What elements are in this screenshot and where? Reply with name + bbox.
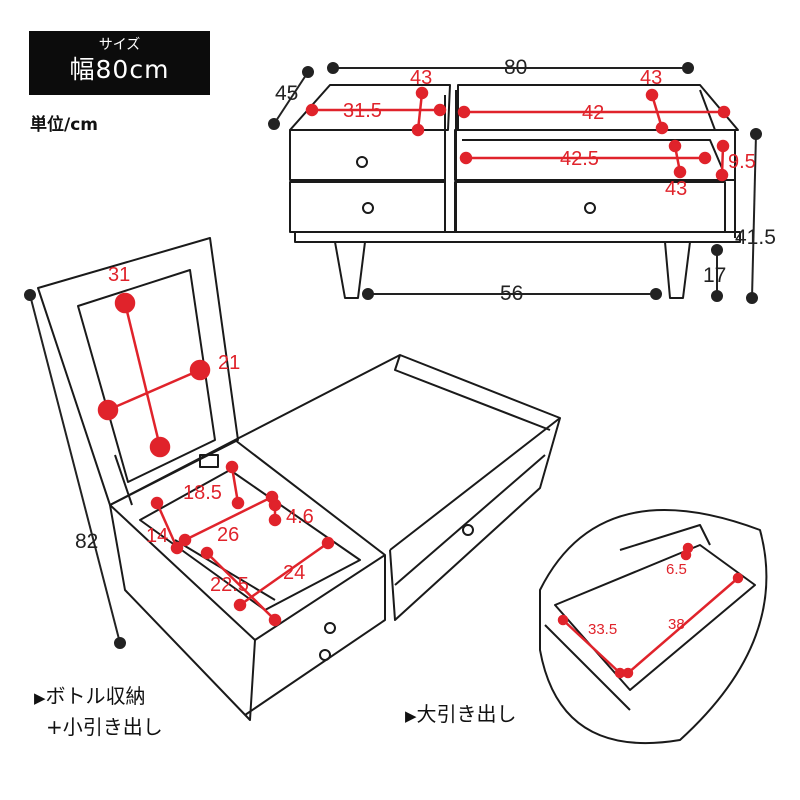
triangle-icon: ▶ — [34, 689, 46, 707]
drawer-caption-text: 大引き出し — [416, 702, 517, 726]
size-value: 幅80cm — [69, 55, 170, 84]
lid-height-label: 31 — [108, 264, 130, 286]
triangle-icon: ▶ — [405, 707, 417, 725]
small-depth-label: 18.5 — [183, 482, 222, 504]
lid-width-label: 21 — [218, 352, 240, 374]
unit-note: 単位/cm — [30, 115, 98, 135]
size-badge: サイズ 幅80cm — [29, 31, 210, 95]
depth-label: 45 — [275, 82, 298, 105]
leg-span-label: 56 — [500, 282, 523, 305]
drawer-caption: ▶大引き出し — [405, 700, 517, 731]
drawer-height-label: 9.5 — [728, 151, 756, 173]
right-inner-width-label: 42 — [582, 102, 604, 124]
overall-height-label: 82 — [75, 530, 98, 553]
big-drawer-height-label: 6.5 — [666, 561, 687, 578]
drawer-detail-view — [539, 509, 768, 745]
bottle-caption-line2: +小引き出し — [46, 715, 163, 739]
small-drawer-depth-label: 24 — [283, 562, 305, 584]
table-bottle-view — [37, 237, 561, 721]
big-drawer-depth-label: 38 — [668, 616, 685, 633]
left-inner-width-label: 31.5 — [343, 100, 382, 122]
bottle-width-label: 26 — [217, 524, 239, 546]
left-inner-depth-label: 43 — [410, 67, 432, 89]
right-inner-depth-label: 43 — [640, 67, 662, 89]
leg-height-label: 17 — [703, 264, 726, 287]
width-total-label: 80 — [504, 56, 527, 79]
small-drawer-height-label: 4.6 — [286, 506, 314, 528]
drawer-depth-label: 43 — [665, 178, 687, 200]
height-total-label: 41.5 — [735, 226, 776, 249]
big-drawer-width-label: 33.5 — [588, 621, 617, 638]
bottle-caption-line1: ボトル収納 — [45, 684, 146, 708]
size-label: サイズ — [98, 37, 141, 53]
table-front-view — [289, 84, 741, 299]
bottle-caption: ▶ボトル収納 +小引き出し — [34, 682, 163, 742]
bottle-height-label: 14 — [146, 525, 168, 547]
drawer-width-label: 42.5 — [560, 148, 599, 170]
small-drawer-width-label: 22.5 — [210, 574, 249, 596]
